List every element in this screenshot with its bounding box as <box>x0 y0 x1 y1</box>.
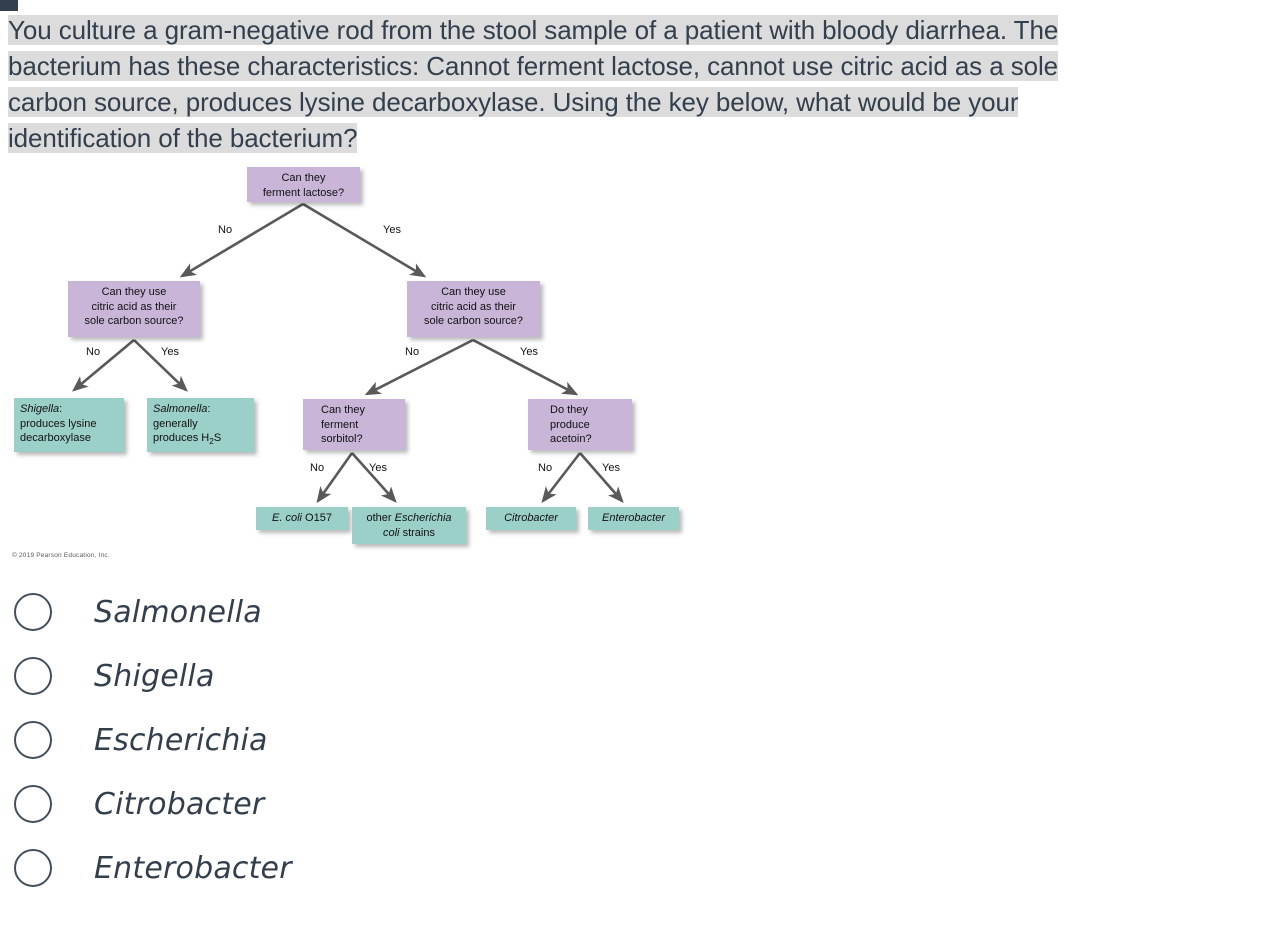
node-line: produce <box>550 418 590 431</box>
node-other-ecoli-strains: other Escherichia coli strains <box>352 507 466 544</box>
edge-label-midleft-no: No <box>86 346 101 358</box>
choice-label-enterobacter[interactable]: Enterobacter <box>94 850 292 886</box>
question-line-2: bacterium has these characteristics: Can… <box>8 51 1058 81</box>
edge-label-midright-no: No <box>405 346 420 358</box>
question-line-1: You culture a gram-negative rod from the… <box>8 15 1059 45</box>
node-line: Can they <box>321 404 366 416</box>
coli-species: coli <box>383 526 400 539</box>
question-line-4: identification of the bacterium? <box>8 123 358 153</box>
corner-marker <box>0 0 18 11</box>
radio-button-salmonella[interactable] <box>14 593 52 631</box>
node-line: ferment <box>321 418 359 431</box>
salmonella-genus: Salmonella <box>153 403 208 415</box>
h2s-subscript: 2 <box>209 437 214 447</box>
ecoli-serotype: O157 <box>302 512 332 524</box>
node-produce-acetoin: Do they produce acetoin? <box>528 399 632 450</box>
node-shigella: Shigella: produces lysine decarboxylase <box>14 398 124 452</box>
radio-button-shigella[interactable] <box>14 657 52 695</box>
choice-label-salmonella[interactable]: Salmonella <box>94 594 262 630</box>
node-line: generally <box>153 417 198 430</box>
choice-row-shigella[interactable]: Shigella <box>0 644 1280 708</box>
radio-button-enterobacter[interactable] <box>14 849 52 887</box>
node-line: sole carbon source? <box>423 315 524 327</box>
shigella-colon: : <box>59 403 63 415</box>
choice-row-salmonella[interactable]: Salmonella <box>0 580 1280 644</box>
node-citrobacter: Citrobacter <box>486 507 576 530</box>
edge-label-root-no: No <box>218 224 233 236</box>
radio-button-escherichia[interactable] <box>14 721 52 759</box>
answer-choices-list: Salmonella Shigella Escherichia Citrobac… <box>0 580 1280 900</box>
node-line: Can they <box>281 172 326 184</box>
node-line-post: S <box>213 432 222 444</box>
question-stem: You culture a gram-negative rod from the… <box>8 12 1266 156</box>
dichotomous-key-figure: Can they ferment lactose? No Yes Can the… <box>0 160 700 570</box>
node-citric-acid-right: Can they use citric acid as their sole c… <box>407 281 540 337</box>
choice-label-shigella[interactable]: Shigella <box>94 658 215 694</box>
choice-label-citrobacter[interactable]: Citrobacter <box>94 786 265 822</box>
choice-label-escherichia[interactable]: Escherichia <box>94 722 268 758</box>
question-line-3: carbon source, produces lysine decarboxy… <box>8 87 1019 117</box>
node-line: produces lysine <box>20 417 97 430</box>
node-line-pre: produces H <box>153 432 210 444</box>
node-ferment-sorbitol: Can they ferment sorbitol? <box>303 399 405 450</box>
copyright-notice: © 2019 Pearson Education, Inc. <box>12 552 110 559</box>
strains-suffix: strains <box>399 526 435 539</box>
node-line: sorbitol? <box>321 433 363 445</box>
node-line: acetoin? <box>550 433 592 445</box>
node-enterobacter: Enterobacter <box>588 507 679 530</box>
node-line: citric acid as their <box>431 300 516 313</box>
edge-label-midright-yes: Yes <box>520 346 538 358</box>
edge-label-acetoin-no: No <box>538 462 553 474</box>
radio-button-citrobacter[interactable] <box>14 785 52 823</box>
edge-label-sorbitol-yes: Yes <box>369 462 387 474</box>
node-line: Can they use <box>101 286 167 298</box>
node-line: Do they <box>550 404 588 416</box>
ecoli-species: E. coli <box>272 512 302 524</box>
other-prefix: other <box>366 512 395 524</box>
node-line: sole carbon source? <box>84 315 184 327</box>
tree-connectors <box>72 202 624 504</box>
escherichia-genus: Escherichia <box>394 512 452 524</box>
node-line: Can they use <box>441 286 506 298</box>
node-citric-acid-left: Can they use citric acid as their sole c… <box>68 281 200 337</box>
salmonella-colon: : <box>207 403 211 415</box>
edge-label-acetoin-yes: Yes <box>602 462 620 474</box>
edge-label-midleft-yes: Yes <box>161 346 179 358</box>
edge-label-sorbitol-no: No <box>310 462 325 474</box>
choice-row-escherichia[interactable]: Escherichia <box>0 708 1280 772</box>
node-line: citric acid as their <box>91 300 177 313</box>
choice-row-enterobacter[interactable]: Enterobacter <box>0 836 1280 900</box>
shigella-genus: Shigella <box>20 403 60 415</box>
node-line: decarboxylase <box>20 432 91 444</box>
node-ferment-lactose: Can they ferment lactose? <box>247 167 360 202</box>
node-line: ferment lactose? <box>262 186 345 199</box>
node-salmonella: Salmonella: generally produces H2S <box>147 398 254 452</box>
node-ecoli-o157: E. coli O157 <box>256 507 348 530</box>
citrobacter-genus: Citrobacter <box>504 512 558 524</box>
enterobacter-genus: Enterobacter <box>602 512 665 524</box>
choice-row-citrobacter[interactable]: Citrobacter <box>0 772 1280 836</box>
edge-label-root-yes: Yes <box>383 224 401 236</box>
